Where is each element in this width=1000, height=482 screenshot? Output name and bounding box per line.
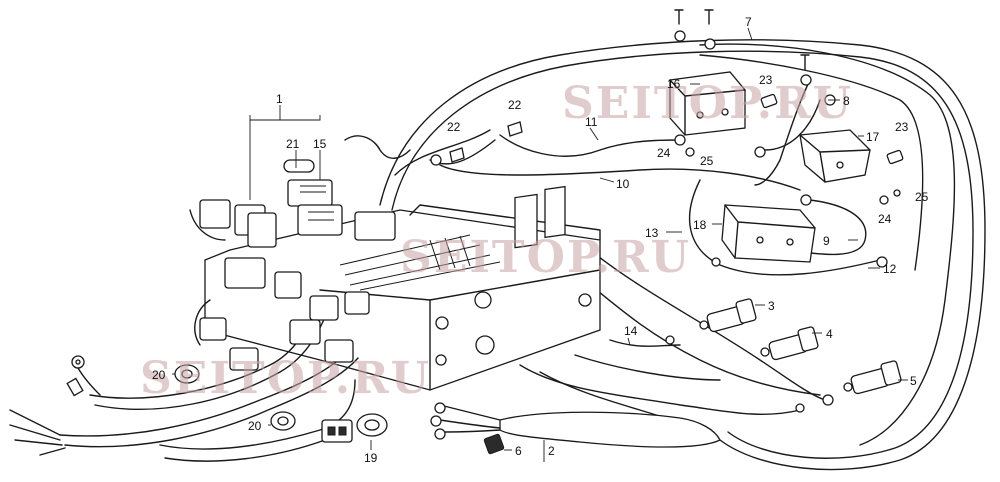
callout-23-top: 23 — [759, 73, 773, 87]
callout-19: 19 — [364, 451, 378, 465]
unit-17 — [799, 129, 871, 183]
callout-14: 14 — [624, 324, 638, 338]
callout-11: 11 — [585, 115, 598, 129]
callout-13: 13 — [645, 226, 659, 240]
left-harness — [9, 135, 411, 462]
switch-5 — [843, 360, 902, 395]
watermark-middle: SEITOP.RU — [400, 232, 691, 283]
callout-25-left: 25 — [700, 154, 714, 168]
watermark-layer: SEITOP.RU SEITOP.RU SEITOP.RU — [140, 78, 853, 404]
callout-24-right: 24 — [878, 212, 892, 226]
callout-3: 3 — [768, 299, 775, 313]
callout-22-right: 22 — [508, 98, 522, 112]
control-panel-housing — [204, 185, 601, 391]
callout-16: 16 — [667, 77, 681, 91]
callout-23-right: 23 — [895, 120, 909, 134]
callout-20-upper: 20 — [152, 368, 166, 382]
watermark-bottom: SEITOP.RU — [140, 353, 431, 404]
hardware — [430, 9, 904, 413]
callout-7: 7 — [745, 15, 752, 29]
callout-15: 15 — [313, 137, 327, 151]
callout-5: 5 — [910, 374, 917, 388]
callout-24-left: 24 — [657, 146, 671, 160]
callout-12: 12 — [883, 262, 897, 276]
callout-20-lower: 20 — [248, 419, 262, 433]
callout-21: 21 — [286, 137, 300, 151]
switch-4 — [760, 326, 819, 361]
callout-22-left: 22 — [447, 120, 461, 134]
callout-10: 10 — [616, 177, 630, 191]
callout-9: 9 — [823, 234, 830, 248]
switch-3 — [699, 298, 757, 333]
callout-18: 18 — [693, 218, 707, 232]
callout-8: 8 — [843, 94, 850, 108]
callout-4: 4 — [826, 327, 833, 341]
leader-lines — [172, 27, 908, 462]
watermark-top: SEITOP.RU — [562, 78, 853, 129]
callout-25-right: 25 — [915, 190, 929, 204]
callout-2: 2 — [548, 444, 555, 458]
callout-1: 1 — [276, 92, 283, 106]
lower-harness — [430, 402, 721, 455]
unit-18 — [711, 204, 816, 267]
callout-6: 6 — [515, 444, 522, 458]
unit-16 — [669, 71, 746, 136]
outer-loop-wires — [379, 39, 986, 471]
callout-17: 17 — [866, 130, 880, 144]
callouts: 1 21 15 2 3 4 5 6 7 8 9 10 11 12 13 14 1… — [152, 15, 929, 465]
